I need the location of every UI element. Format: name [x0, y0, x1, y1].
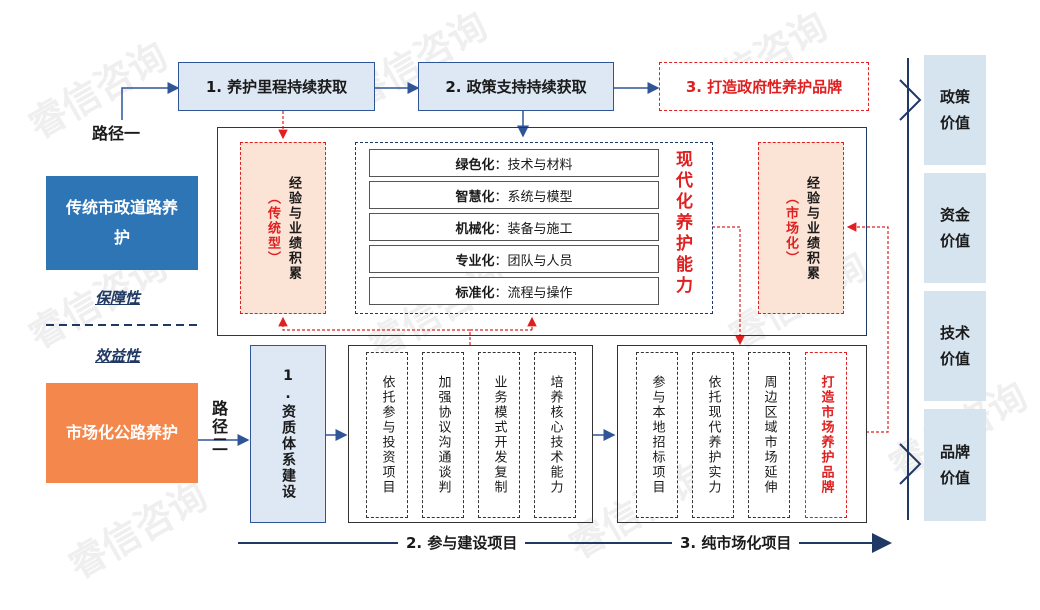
benefit-label: 效益性 [95, 347, 141, 365]
step-policy-support: 2. 政策支持持续获取 [418, 62, 614, 111]
middle-col-label: 加强协议沟通谈判 [435, 375, 451, 495]
right-col-market-brand: 打造市场养护品牌 [805, 352, 847, 518]
middle-col-negotiate: 加强协议沟通谈判 [422, 352, 464, 518]
value-label: 政策价值 [939, 88, 970, 132]
middle-col-business: 业务模式开发复制 [478, 352, 520, 518]
value-label: 技术价值 [939, 324, 970, 368]
modern-row-value: ：技术与材料 [494, 157, 573, 173]
modern-row-key: 专业化 [455, 253, 495, 269]
bottom-label-construction: 2. 参与建设项目 [398, 532, 526, 553]
value-technology: 技术价值 [924, 291, 986, 401]
modern-row-value: ：团队与人员 [494, 253, 573, 269]
modern-rows-panel [355, 142, 713, 314]
modern-row-key: 智慧化 [455, 189, 495, 205]
modern-row-value: ：流程与操作 [494, 285, 573, 301]
construction-projects-panel [348, 345, 593, 523]
step-label: 2. 政策支持持续获取 [445, 78, 587, 96]
middle-col-label: 培养核心技术能力 [547, 375, 563, 495]
step-label: 1. 养护里程持续获取 [205, 78, 348, 96]
pure-market-panel [617, 345, 867, 523]
guarantee-label: 保障性 [95, 289, 141, 307]
modern-capability-panel [217, 127, 867, 336]
bottom-label-pure-market: 3. 纯市场化项目 [672, 532, 800, 553]
experience-market-sub: （市场化） [783, 190, 798, 266]
experience-traditional-main: 经验与业绩积累 [286, 175, 301, 281]
path-two-label: 路径二 [209, 400, 228, 454]
path-one-label: 路径一 [92, 124, 141, 143]
step-label: 3. 打造政府性养护品牌 [685, 78, 843, 96]
market-highway-box: 市场化公路养护 [46, 383, 198, 483]
modern-row-professional: 专业化：团队与人员 [369, 245, 659, 273]
middle-col-label: 业务模式开发复制 [491, 375, 507, 495]
value-policy: 政策价值 [924, 55, 986, 165]
traditional-municipal-label: 传统市政道路养护 [65, 198, 178, 247]
right-col-label: 依托现代养护实力 [705, 375, 721, 495]
step-maintenance-mileage: 1. 养护里程持续获取 [178, 62, 375, 111]
qualification-box: 1.资质体系建设 [250, 345, 326, 523]
right-col-tender: 参与本地招标项目 [636, 352, 678, 518]
modern-row-key: 机械化 [455, 221, 495, 237]
modern-row-key: 绿色化 [455, 157, 495, 173]
experience-traditional-sub: （传统型） [265, 190, 280, 266]
traditional-municipal-box: 传统市政道路养护 [46, 176, 198, 270]
modern-row-key: 标准化 [455, 285, 495, 301]
modern-row-green: 绿色化：技术与材料 [369, 149, 659, 177]
qualification-label: 1.资质体系建设 [280, 368, 296, 500]
modern-row-smart: 智慧化：系统与模型 [369, 181, 659, 209]
experience-market-main: 经验与业绩积累 [804, 175, 819, 281]
right-col-expand: 周边区域市场延伸 [748, 352, 790, 518]
modern-row-value: ：系统与模型 [494, 189, 573, 205]
market-highway-label: 市场化公路养护 [65, 423, 178, 442]
value-label: 资金价值 [939, 206, 970, 250]
middle-col-invest: 依托参与投资项目 [366, 352, 408, 518]
right-col-label: 打造市场养护品牌 [818, 375, 834, 495]
middle-col-label: 依托参与投资项目 [379, 375, 395, 495]
modern-row-standardized: 标准化：流程与操作 [369, 277, 659, 305]
value-brand: 品牌价值 [924, 409, 986, 521]
middle-col-core-tech: 培养核心技术能力 [534, 352, 576, 518]
right-col-label: 参与本地招标项目 [649, 375, 665, 495]
modern-capability-title: 现代化养护能力 [672, 150, 692, 297]
step-government-brand: 3. 打造政府性养护品牌 [659, 62, 869, 111]
modern-row-mechanized: 机械化：装备与施工 [369, 213, 659, 241]
right-col-strength: 依托现代养护实力 [692, 352, 734, 518]
experience-traditional-box: （传统型） 经验与业绩积累 [240, 142, 326, 314]
value-capital: 资金价值 [924, 173, 986, 283]
value-label: 品牌价值 [939, 443, 970, 487]
experience-market-box: （市场化） 经验与业绩积累 [758, 142, 844, 314]
modern-row-value: ：装备与施工 [494, 221, 573, 237]
right-col-label: 周边区域市场延伸 [761, 375, 777, 495]
